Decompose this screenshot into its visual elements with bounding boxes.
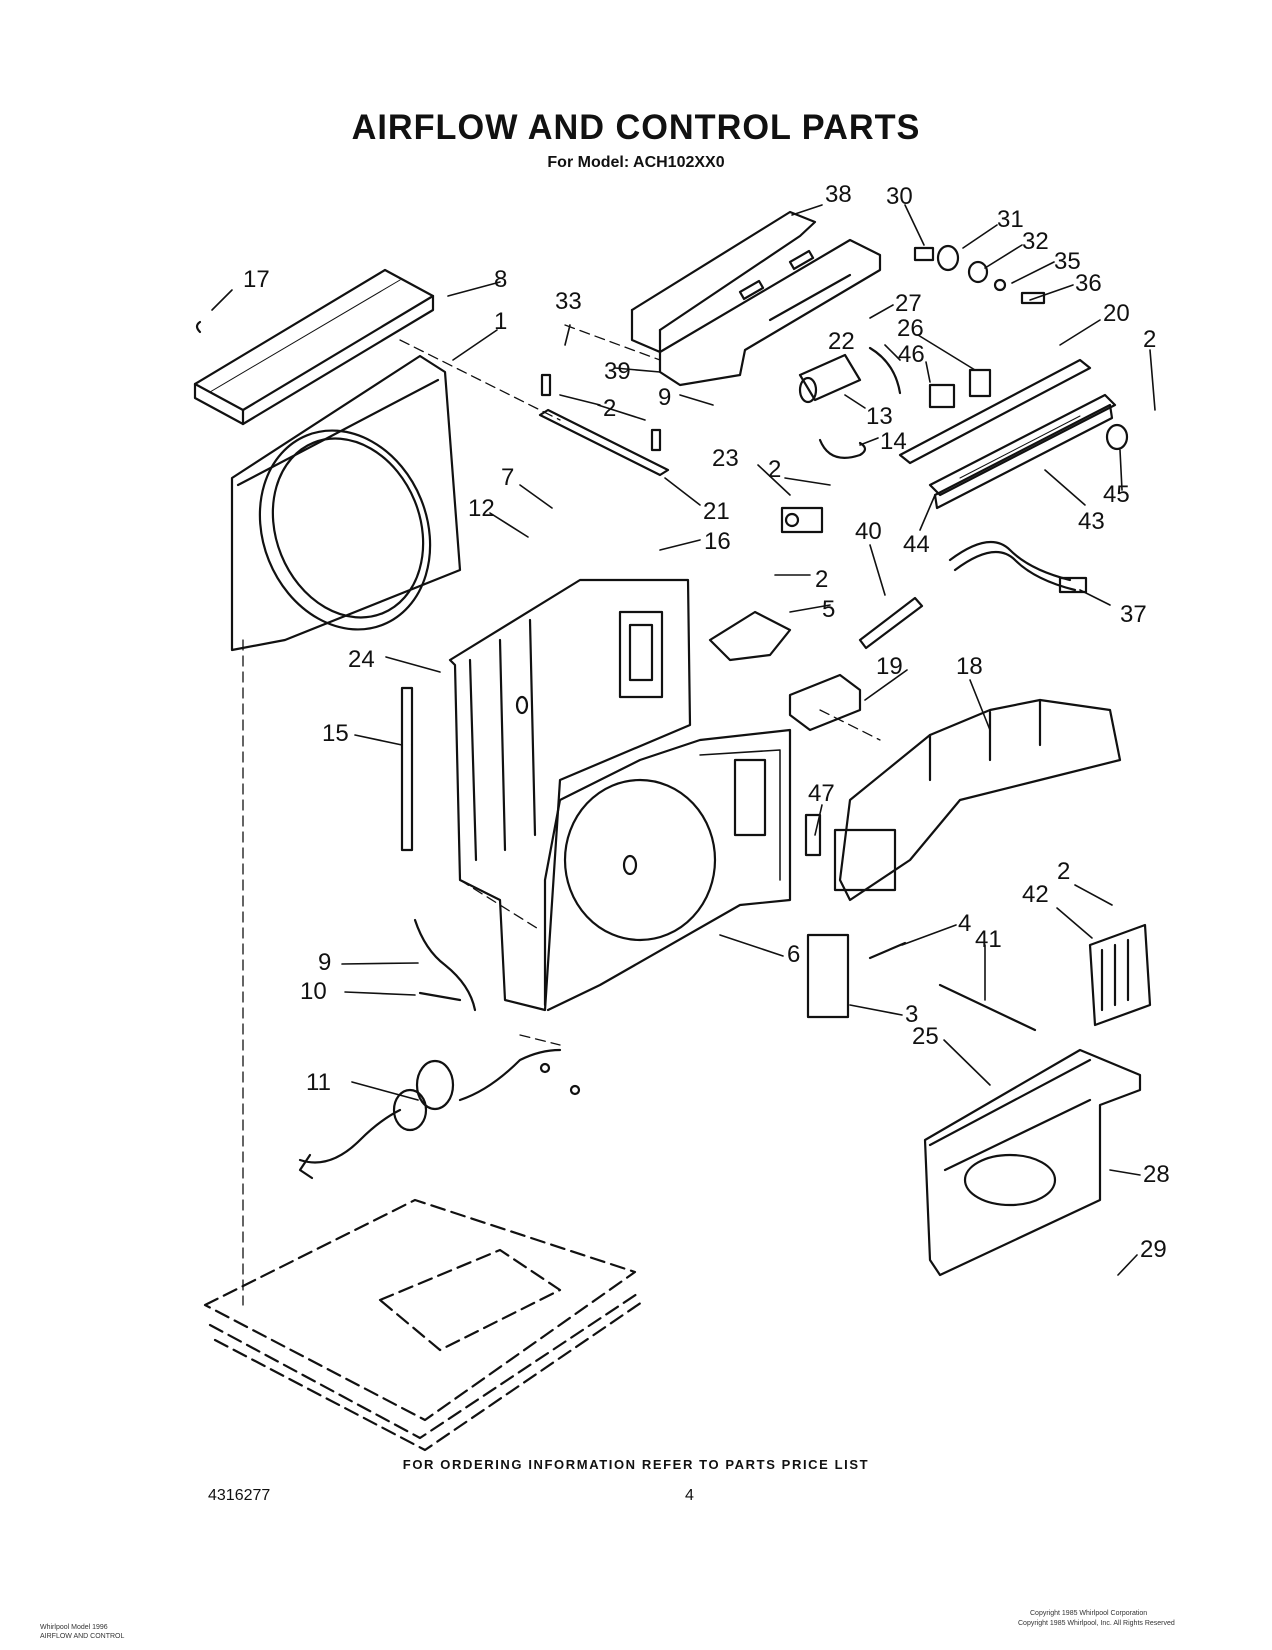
front-grille-part-25-28 [923,1048,1142,1277]
fan-shroud-part-1 [230,354,462,652]
motor-wiring-part-9-10-11 [298,918,581,1180]
capacitor-part-13 [798,353,862,404]
callout-7: 7 [501,464,515,491]
callout-37: 37 [1120,601,1147,628]
callout-40: 40 [855,518,882,545]
callout-25: 25 [912,1023,939,1050]
screw-part-4 [868,941,907,960]
callout-31: 31 [997,206,1024,233]
control-bracket-part-38-39 [630,210,882,387]
filter-clip-part-47 [804,813,822,857]
bracket-part-21 [538,373,670,477]
partition-part-24 [448,578,692,1012]
callout-42: 42 [1022,881,1049,908]
clip-part-22 [868,346,902,395]
knob-parts-30-36 [913,244,1046,305]
callout-27: 27 [895,290,922,317]
callout-20: 20 [1103,300,1130,327]
rod-part-40 [858,596,924,650]
callout-leader-lines [211,204,1156,1276]
page-title: AIRFLOW AND CONTROL PARTS [351,108,921,147]
rod-part-41 [938,983,1037,1032]
washer-part-45 [1105,423,1129,451]
ordering-note: FOR ORDERING INFORMATION REFER TO PARTS … [402,1457,870,1472]
callout-33: 33 [555,288,582,315]
callout-46: 46 [898,341,925,368]
callout-4: 4 [958,910,972,937]
callout-30: 30 [886,183,913,210]
callout-24: 24 [348,646,375,673]
callout-9-a: 9 [658,384,672,411]
screw-part-17 [195,320,202,334]
switch-part-26 [968,368,992,398]
clip-part-19 [788,673,862,732]
switch-part-46 [928,383,956,409]
fine-print-right-1: Copyright 1985 Whirlpool Corporation [1030,1610,1148,1617]
duct-part-18 [833,698,1122,902]
callout-17: 17 [243,266,270,293]
callout-18: 18 [956,653,983,680]
plate-part-5 [708,610,792,662]
callout-21: 21 [703,498,730,525]
fine-print-left-2: AIRFLOW AND CONTROL [40,1633,125,1640]
callout-36: 36 [1075,270,1102,297]
model-subtitle: For Model: ACH102XX0 [547,154,725,171]
callout-2-c: 2 [768,456,782,483]
terminal-part-23 [780,506,824,534]
callout-28: 28 [1143,1161,1170,1188]
grille-part-42 [1088,923,1152,1027]
callout-2-e: 2 [1057,858,1071,885]
callout-45: 45 [1103,481,1130,508]
callout-10: 10 [300,978,327,1005]
callout-13: 13 [866,403,893,430]
callout-15: 15 [322,720,349,747]
base-pan [203,1198,647,1452]
strip-part-15 [400,686,414,852]
heater-part-43 [928,393,1117,510]
top-bracket-part-8 [193,268,435,426]
callout-39: 39 [604,358,631,385]
callout-38: 38 [825,181,852,208]
callout-5: 5 [822,596,836,623]
callout-47: 47 [808,780,835,807]
callout-12: 12 [468,495,495,522]
callout-14: 14 [880,428,907,455]
callout-29: 29 [1140,1236,1167,1263]
callout-44: 44 [903,531,930,558]
rail-part-20 [898,358,1092,465]
callout-9-b: 9 [318,949,332,976]
callout-41: 41 [975,926,1002,953]
callout-3: 3 [905,1001,919,1028]
callout-23: 23 [712,445,739,472]
callout-22: 22 [828,328,855,355]
callout-6: 6 [787,941,801,968]
callout-16: 16 [704,528,731,555]
fine-print-left-1: Whirlpool Model 1996 [40,1624,108,1631]
document-number: 4316277 [208,1487,271,1504]
blower-housing-part-6 [543,728,792,1012]
assembly-guide-lines [242,324,881,1306]
wire-part-14 [818,438,867,459]
callout-32: 32 [1022,228,1049,255]
page-number: 4 [685,1487,694,1504]
callout-8: 8 [494,266,508,293]
fine-print-right-2: Copyright 1985 Whirlpool, Inc. All Right… [1018,1620,1175,1627]
callout-35: 35 [1054,248,1081,275]
callout-26: 26 [897,315,924,342]
bracket-part-3 [806,933,850,1019]
callout-2-a: 2 [603,395,617,422]
callout-19: 19 [876,653,903,680]
callout-2-b: 2 [1143,326,1157,353]
callout-43: 43 [1078,508,1105,535]
harness-part-37 [948,540,1088,594]
callout-2-d: 2 [815,566,829,593]
callout-11: 11 [306,1069,331,1096]
callout-1: 1 [494,308,508,335]
